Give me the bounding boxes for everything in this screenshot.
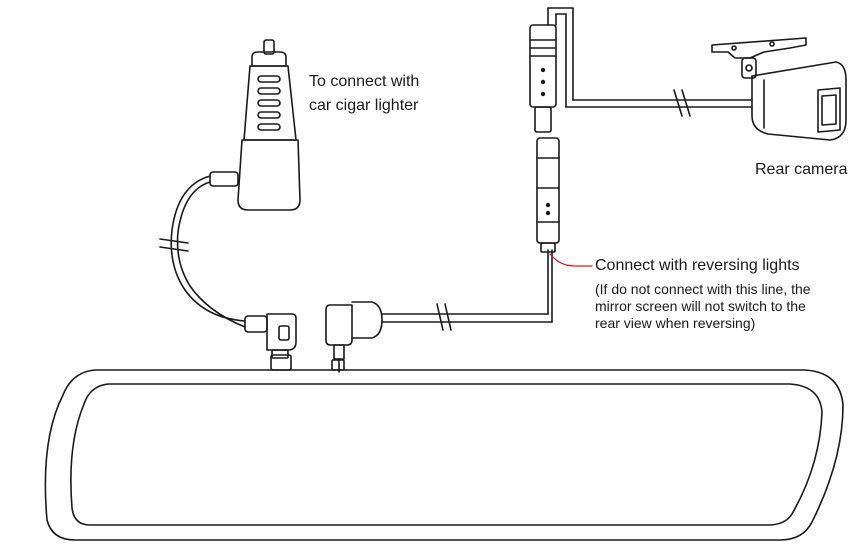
cable-break-mark	[436, 303, 444, 331]
reversing-lights-label: Connect with reversing lights	[595, 257, 800, 274]
rear-camera-label: Rear camera	[755, 161, 848, 178]
adapter-grip	[257, 75, 281, 83]
mirror-screen	[70, 383, 823, 526]
power-plug-body	[266, 313, 297, 351]
mirror-power-port	[270, 354, 292, 371]
cigar-lighter-label-line2: car cigar lighter	[309, 97, 419, 114]
connector-female-tail	[540, 242, 556, 253]
cigar-lighter-adapter	[209, 39, 301, 211]
adapter-cable-boot	[209, 171, 239, 187]
adapter-grip	[257, 87, 281, 95]
adapter-grip	[257, 123, 281, 131]
camera-connector	[529, 24, 560, 253]
cable-break-mark	[673, 89, 683, 117]
rear-camera	[711, 37, 847, 141]
power-plug-notch	[278, 325, 290, 341]
adapter-grip	[257, 99, 281, 107]
av-plug-shaft	[333, 344, 345, 360]
adapter-tip	[263, 39, 275, 55]
reversing-note-line: (If do not connect with this line, the	[595, 281, 811, 297]
reversing-note-line: rear view when reversing)	[595, 315, 756, 331]
camera-lens-frame	[817, 87, 841, 133]
adapter-head	[251, 51, 287, 67]
camera-mount	[741, 57, 757, 79]
connector-female	[536, 137, 560, 244]
adapter-grip	[257, 111, 281, 119]
reversing-note-line: mirror screen will not switch to the	[595, 298, 806, 314]
connector-male-pins	[534, 106, 552, 133]
mirror-outer-frame	[44, 369, 844, 541]
reversing-leader-line	[549, 253, 593, 267]
cable-break-mark	[444, 303, 452, 331]
rearview-mirror	[44, 354, 844, 541]
power-cable	[159, 175, 297, 359]
av-cable	[325, 249, 553, 373]
cable-break-mark	[159, 238, 189, 244]
camera-bracket	[711, 37, 807, 59]
reversing-note: (If do not connect with this line, the m…	[595, 281, 811, 332]
cable-break-mark	[159, 246, 189, 252]
av-plug-body	[351, 301, 383, 339]
adapter-base	[237, 139, 301, 211]
power-cable-boot	[244, 315, 268, 333]
cable-break-mark	[681, 89, 691, 117]
adapter-body	[243, 65, 297, 141]
cigar-lighter-label-line1: To connect with	[309, 73, 420, 90]
camera-lens	[821, 94, 837, 126]
camera-cable	[547, 7, 753, 117]
power-plug-tip	[271, 349, 289, 359]
av-plug-head	[325, 304, 353, 346]
camera-body	[751, 61, 847, 141]
mirror-av-port	[331, 359, 345, 371]
